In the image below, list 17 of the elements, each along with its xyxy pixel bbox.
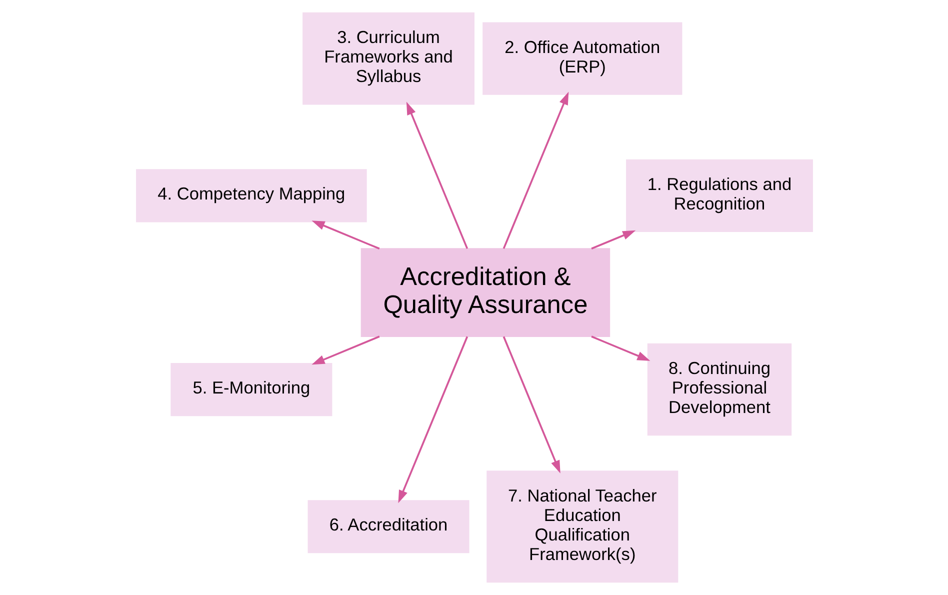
arrow xyxy=(590,336,650,361)
arrow xyxy=(311,220,380,250)
node-box: 5. E-Monitoring xyxy=(170,363,332,416)
node-box: 2. Office Automation (ERP) xyxy=(482,22,682,95)
node-box: 3. Curriculum Frameworks and Syllabus xyxy=(302,12,474,105)
node-box: 7. National Teacher Education Qualification Framework(s) xyxy=(486,470,678,583)
node-box: Accreditation & Quality Assurance xyxy=(360,248,610,338)
node-box: 8. Continuing Professional Development xyxy=(646,343,792,436)
arrow xyxy=(590,230,636,250)
arrow xyxy=(406,102,468,249)
node-box: 1. Regulations and Recognition xyxy=(626,159,812,232)
node-box: 6. Accreditation xyxy=(307,500,469,554)
node-box: 4. Competency Mapping xyxy=(136,169,366,222)
arrow xyxy=(311,336,380,365)
arrow xyxy=(502,336,560,474)
arrow xyxy=(398,336,468,504)
arrow xyxy=(502,92,568,249)
